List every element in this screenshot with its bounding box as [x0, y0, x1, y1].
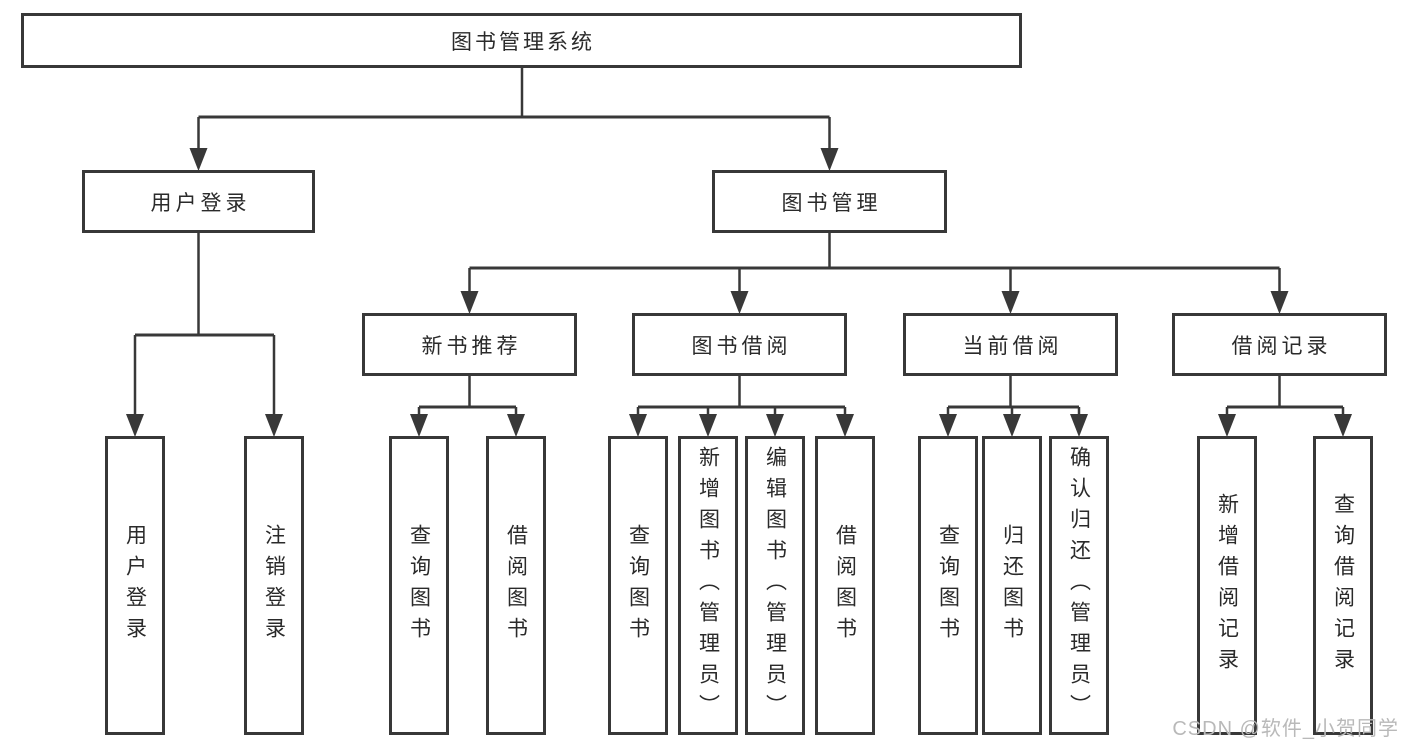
leaf-edit-book-admin-label: 编辑图书（管理员）	[763, 446, 787, 725]
leaf-borrow-book: 借阅图书	[815, 436, 875, 735]
leaf-confirm-return-admin: 确认归还（管理员）	[1049, 436, 1109, 735]
leaf-return-book-label: 归还图书	[1000, 523, 1024, 648]
leaf-query-books-current-label: 查询图书	[936, 523, 960, 648]
leaf-add-borrow-record: 新增借阅记录	[1197, 436, 1257, 735]
node-user-login-label: 用户登录	[150, 191, 251, 215]
leaf-borrow-book-recommend: 借阅图书	[486, 436, 546, 735]
node-current-borrow: 当前借阅	[903, 313, 1118, 376]
node-user-login: 用户登录	[82, 170, 315, 233]
leaf-add-book-admin-label: 新增图书（管理员）	[696, 446, 720, 725]
leaf-query-borrow-record: 查询借阅记录	[1313, 436, 1373, 735]
leaf-user-login: 用户登录	[105, 436, 165, 735]
leaf-add-borrow-record-label: 新增借阅记录	[1215, 492, 1239, 679]
node-book-management: 图书管理	[712, 170, 947, 233]
leaf-query-books-recommend: 查询图书	[389, 436, 449, 735]
leaf-borrow-book-label: 借阅图书	[833, 523, 857, 648]
node-root-label: 图书管理系统	[451, 30, 595, 54]
leaf-logout: 注销登录	[244, 436, 304, 735]
node-new-book-recommend: 新书推荐	[362, 313, 577, 376]
node-book-borrow-label: 图书借阅	[691, 334, 792, 358]
leaf-borrow-book-recommend-label: 借阅图书	[504, 523, 528, 648]
node-new-book-recommend-label: 新书推荐	[421, 334, 522, 358]
leaf-add-book-admin: 新增图书（管理员）	[678, 436, 738, 735]
leaf-return-book: 归还图书	[982, 436, 1042, 735]
leaf-query-books-recommend-label: 查询图书	[407, 523, 431, 648]
leaf-confirm-return-admin-label: 确认归还（管理员）	[1067, 446, 1091, 725]
leaf-query-books-borrow: 查询图书	[608, 436, 668, 735]
leaf-query-borrow-record-label: 查询借阅记录	[1331, 492, 1355, 679]
node-book-borrow: 图书借阅	[632, 313, 847, 376]
csdn-watermark: CSDN @软件_小贺同学	[1172, 718, 1399, 740]
leaf-user-login-label: 用户登录	[123, 523, 147, 648]
leaf-logout-label: 注销登录	[262, 523, 286, 648]
node-borrow-records-label: 借阅记录	[1231, 334, 1332, 358]
leaf-edit-book-admin: 编辑图书（管理员）	[745, 436, 805, 735]
node-book-management-label: 图书管理	[781, 191, 882, 215]
leaf-query-books-current: 查询图书	[918, 436, 978, 735]
node-current-borrow-label: 当前借阅	[962, 334, 1063, 358]
leaf-query-books-borrow-label: 查询图书	[626, 523, 650, 648]
node-borrow-records: 借阅记录	[1172, 313, 1387, 376]
node-root: 图书管理系统	[21, 13, 1022, 68]
